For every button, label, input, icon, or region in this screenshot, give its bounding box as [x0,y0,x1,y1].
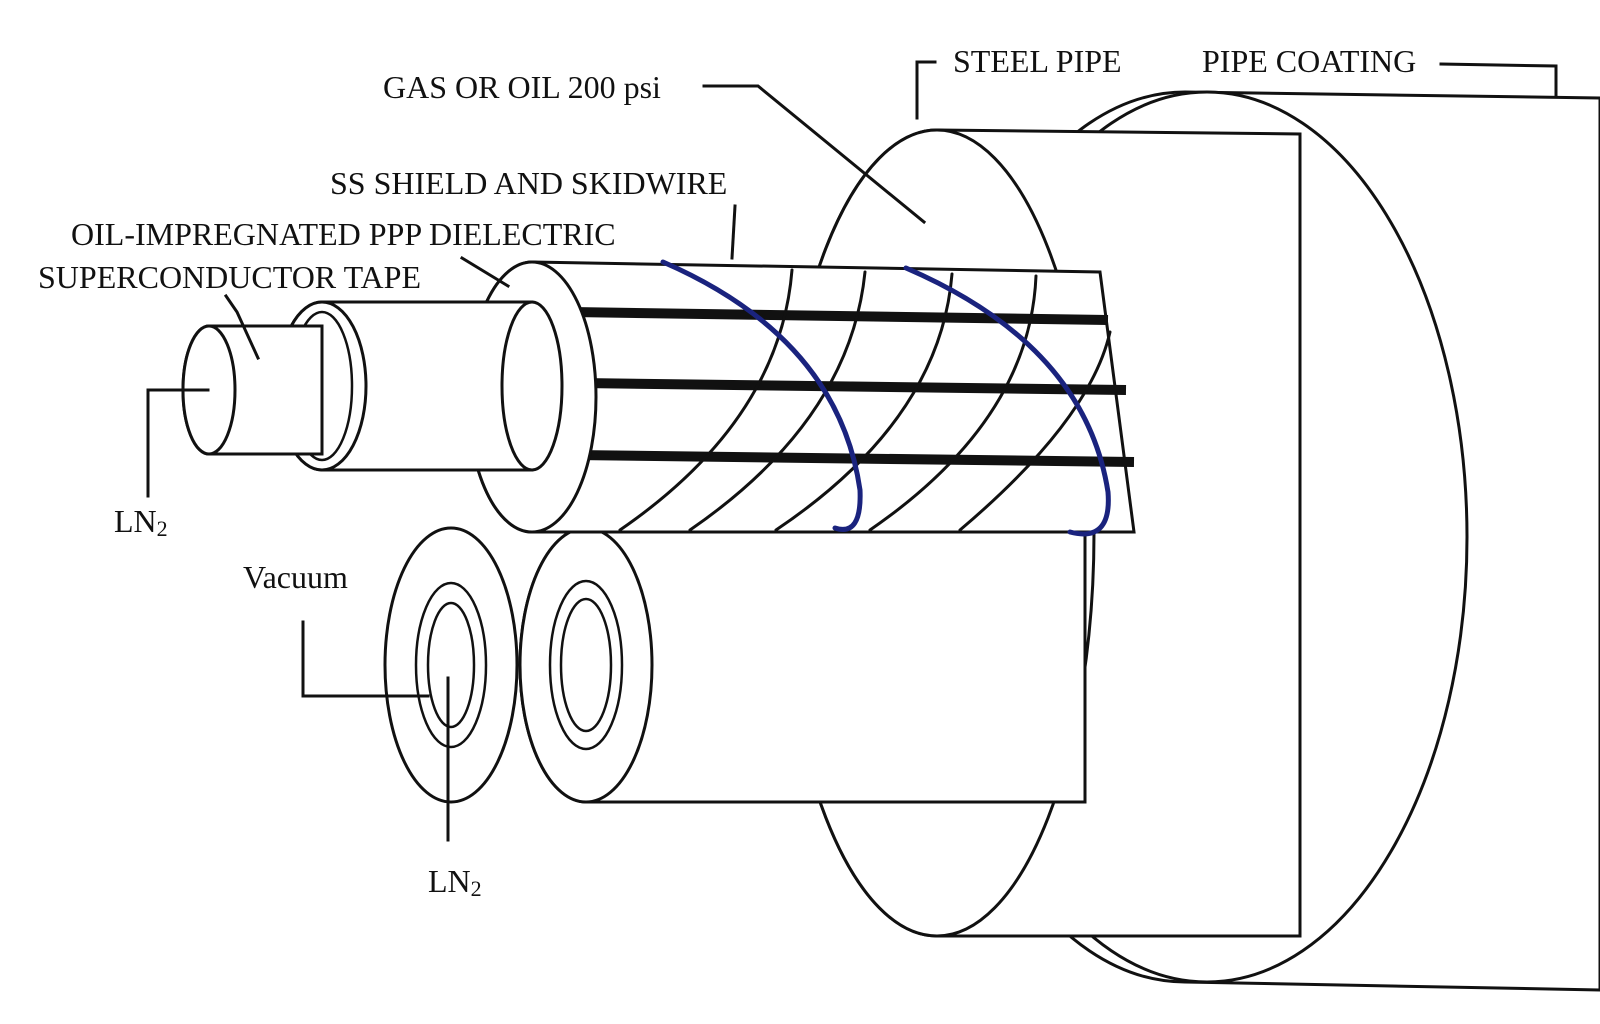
label-ss-shield: SS SHIELD AND SKIDWIRE [330,165,727,201]
label-superconductor: SUPERCONDUCTOR TAPE [38,259,421,295]
ss-shield-section [466,259,1136,537]
return-pipe-front [383,526,519,804]
label-ln2-lower-subscript: 2 [471,876,482,901]
label-ln2-main-subscript: 2 [157,516,168,541]
leader-steel-pipe [915,60,937,120]
shield-helix [618,268,1112,532]
leader-dielectric [459,255,511,289]
label-ln2-lower-text: LN [428,863,471,899]
leader-ln2-main [146,388,210,498]
label-ln2-main: LN2 [114,503,168,541]
leader-vacuum [301,620,430,698]
label-dielectric: OIL-IMPREGNATED PPP DIELECTRIC [71,216,616,252]
skidwire [660,259,1111,537]
label-ln2-lower: LN2 [428,863,482,901]
leader-superconductor [223,293,260,360]
return-pipe-rear [518,526,1087,804]
label-gas-or-oil: GAS OR OIL 200 psi [383,69,661,105]
leader-ss-shield [730,204,737,260]
skidwire-loop-1 [660,259,863,532]
label-steel-pipe: STEEL PIPE [953,43,1122,79]
leader-gas-oil [702,84,927,225]
label-ln2-main-text: LN [114,503,157,539]
label-vacuum: Vacuum [243,559,348,595]
leader-pipe-coating [1439,62,1558,98]
labels: STEEL PIPE PIPE COATING GAS OR OIL 200 p… [38,43,1416,901]
skidwire-loop-2 [903,265,1111,537]
leader-lines [146,60,1558,842]
label-pipe-coating: PIPE COATING [1202,43,1416,79]
